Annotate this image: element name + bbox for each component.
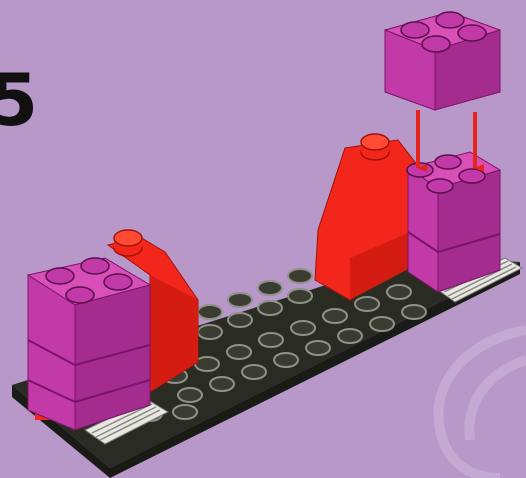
magenta-brick-stack-left bbox=[28, 258, 150, 430]
new-magenta-brick bbox=[385, 12, 500, 110]
magenta-brick-stack-right bbox=[407, 152, 500, 292]
background-swirl bbox=[438, 330, 526, 478]
